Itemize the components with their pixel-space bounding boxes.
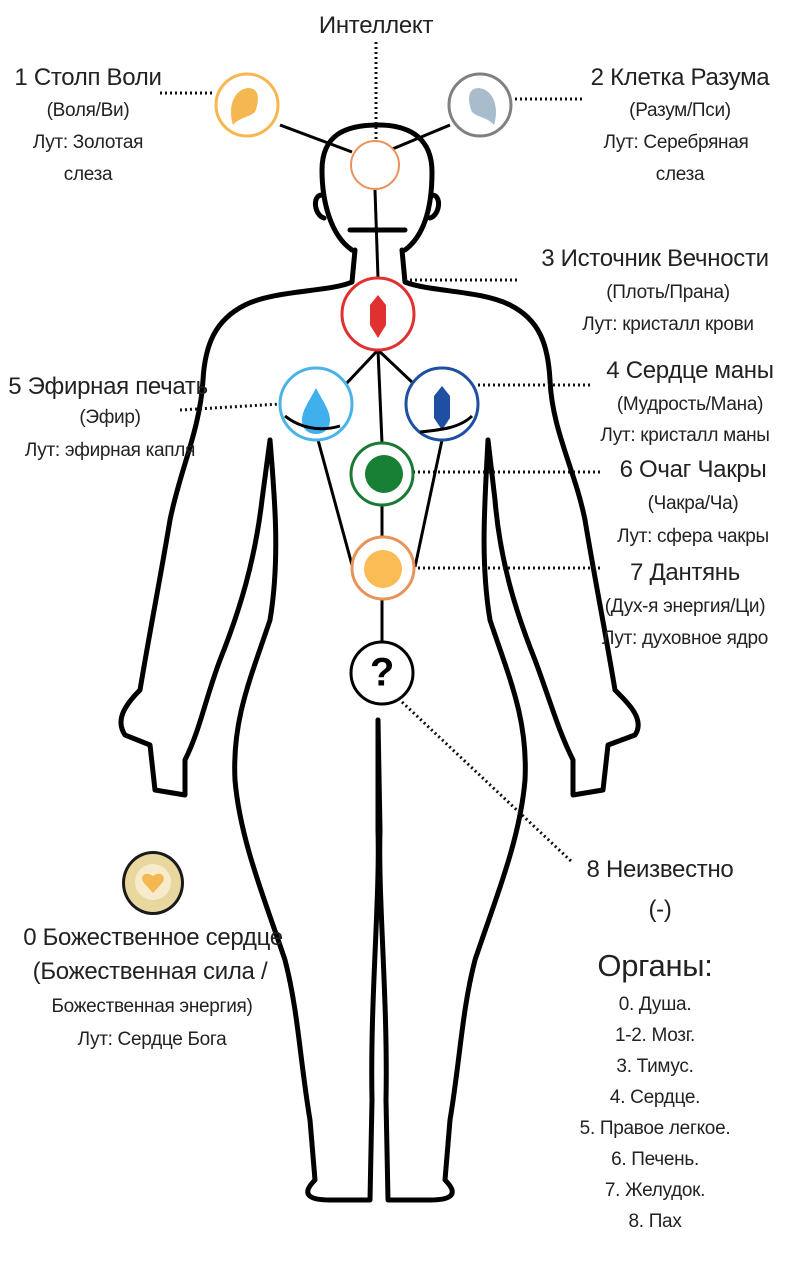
organ-item: 0. Душа. [618, 994, 692, 1015]
node-1-circle [214, 72, 280, 138]
core-icon [364, 550, 402, 588]
tear-icon [469, 88, 497, 125]
organs-title: Органы: [597, 948, 713, 983]
node-7-loot: Лут: духовное ядро [602, 628, 768, 649]
node-8-energy: (-) [648, 896, 672, 923]
node-4-loot: Лут: кристалл маны [600, 425, 770, 446]
organ-item: 4. Сердце. [609, 1087, 701, 1108]
node-2-loot: Лут: Серебряная [603, 132, 749, 153]
node-1-energy: (Воля/Ви) [46, 100, 130, 121]
node-5-energy: (Эфир) [79, 407, 141, 428]
organ-item: 3. Тимус. [616, 1056, 694, 1077]
dotted-leaders [160, 42, 600, 864]
node-8-title: 8 Неизвестно [586, 856, 734, 883]
node-3-circle [340, 276, 416, 352]
node-3-energy: (Плоть/Прана) [606, 282, 730, 303]
crystal-icon [434, 386, 450, 430]
intellect-circle [350, 140, 400, 190]
node-8-circle [349, 640, 415, 706]
node-0-title: 0 Божественное сердце [23, 924, 283, 951]
node-2-loot-cont: слеза [655, 164, 705, 185]
organ-item: 1-2. Мозг. [614, 1025, 696, 1046]
node-1-title: 1 Столп Воли [14, 64, 162, 91]
node-6-loot: Лут: сфера чакры [617, 526, 769, 547]
node-2-circle [447, 72, 513, 138]
node-3-loot: Лут: кристалл крови [582, 314, 754, 335]
node-7-energy: (Дух-я энергия/Ци) [604, 596, 766, 617]
node-0-energy: (Божественная сила / [32, 958, 268, 985]
node-0-loot: Лут: Сердце Бога [77, 1029, 227, 1050]
node-5-circle [278, 366, 354, 442]
node-6-title: 6 Очаг Чакры [619, 456, 767, 483]
node-0-energy-cont: Божественная энергия) [51, 996, 253, 1017]
organ-item: 8. Пах [628, 1211, 682, 1232]
node-4-energy: (Мудрость/Мана) [616, 394, 764, 415]
node-6-energy: (Чакра/Ча) [647, 493, 739, 514]
sphere-icon [365, 455, 403, 493]
node-5-loot: Лут: эфирная капля [24, 440, 196, 461]
crystal-icon [370, 295, 386, 338]
node-7-circle [350, 535, 416, 601]
question-icon: ? [369, 650, 395, 695]
human-body-outline [118, 122, 641, 1203]
organ-item: 5. Правое легкое. [579, 1118, 731, 1139]
connector-lines [279, 123, 451, 642]
node-4-circle [404, 366, 480, 442]
drop-icon [302, 388, 330, 434]
tear-icon [230, 88, 258, 125]
node-5-title: 5 Эфирная печать [8, 373, 208, 400]
heart-icon [142, 873, 164, 893]
node-1-loot-cont: слеза [63, 164, 113, 185]
node-1-loot: Лут: Золотая [32, 132, 144, 153]
node-6-circle [349, 441, 415, 507]
node-4-title: 4 Сердце маны [606, 357, 774, 384]
node-2-energy: (Разум/Пси) [629, 100, 731, 121]
node-7-title: 7 Дантянь [630, 559, 740, 586]
node-3-title: 3 Источник Вечности [541, 245, 769, 272]
node-0-heart-medallion [122, 851, 184, 915]
node-2-title: 2 Клетка Разума [590, 64, 770, 91]
intellect-label: Интеллект [318, 12, 434, 39]
organ-item: 7. Желудок. [604, 1180, 706, 1201]
organ-item: 6. Печень. [611, 1149, 699, 1170]
